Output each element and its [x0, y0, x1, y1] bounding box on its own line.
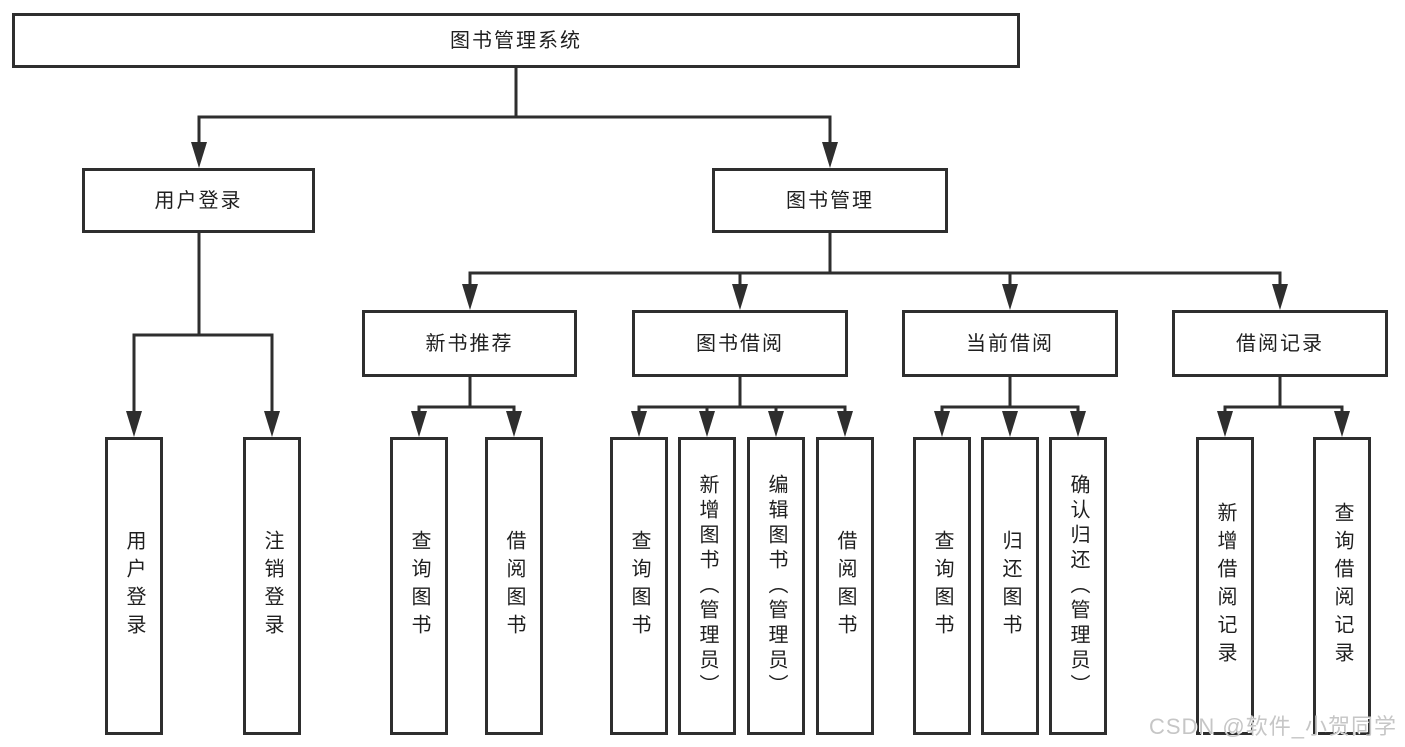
node-user-login: 用户登录	[82, 168, 315, 233]
leaf-logout-login: 注销登录	[243, 437, 301, 735]
leaf-user-login: 用户登录	[105, 437, 163, 735]
node-current-borrow: 当前借阅	[902, 310, 1118, 377]
leaf-query-books-recommend: 查询图书	[390, 437, 448, 735]
watermark: CSDN @软件_小贺同学	[1148, 714, 1397, 739]
leaf-return-books: 归还图书	[981, 437, 1039, 735]
leaf-add-books-admin: 新增图书（管理员）	[678, 437, 736, 735]
leaf-borrow-books-recommend: 借阅图书	[485, 437, 543, 735]
leaf-edit-books-admin: 编辑图书（管理员）	[747, 437, 805, 735]
leaf-query-borrow-record: 查询借阅记录	[1313, 437, 1371, 735]
leaf-query-books-borrow: 查询图书	[610, 437, 668, 735]
node-new-book-recommend: 新书推荐	[362, 310, 577, 377]
node-book-management-system: 图书管理系统	[12, 13, 1020, 68]
leaf-query-books-current: 查询图书	[913, 437, 971, 735]
leaf-confirm-return-admin: 确认归还（管理员）	[1049, 437, 1107, 735]
node-book-borrow: 图书借阅	[632, 310, 848, 377]
node-book-management: 图书管理	[712, 168, 948, 233]
leaf-borrow-books: 借阅图书	[816, 437, 874, 735]
node-borrow-records: 借阅记录	[1172, 310, 1388, 377]
leaf-add-borrow-record: 新增借阅记录	[1196, 437, 1254, 735]
